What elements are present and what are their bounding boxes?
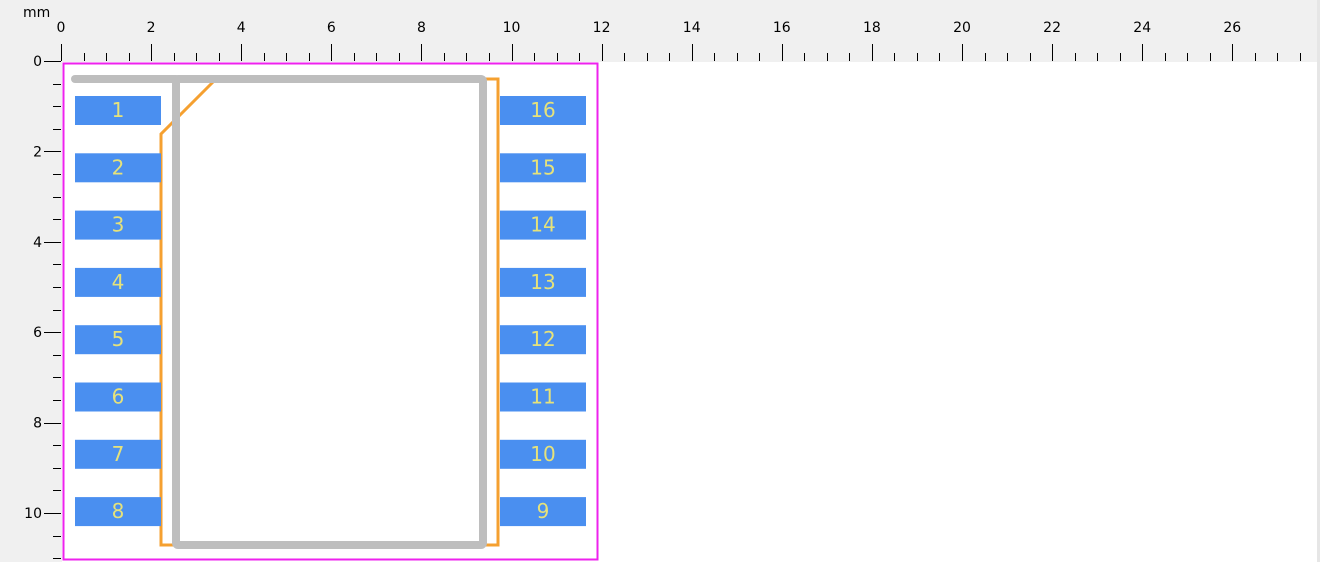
pad-2 xyxy=(75,153,161,183)
pad-3 xyxy=(75,210,161,240)
pad-label: 16 xyxy=(530,98,555,122)
y-ruler-ticks: 0 2 4 6 8 10 xyxy=(24,54,61,559)
pad-15 xyxy=(500,153,586,183)
pad-label: 3 xyxy=(112,213,125,237)
pad-9 xyxy=(500,497,586,527)
pad-8 xyxy=(75,497,161,527)
pad-13 xyxy=(500,267,586,297)
top-ruler xyxy=(0,0,1320,62)
pad-label: 15 xyxy=(530,155,555,179)
x-tick-label: 22 xyxy=(1043,20,1061,36)
pad-label: 7 xyxy=(112,442,125,466)
pad-14 xyxy=(500,210,586,240)
pad-label: 6 xyxy=(112,385,125,409)
x-tick-label: 16 xyxy=(773,20,791,36)
pad-5 xyxy=(75,325,161,355)
y-tick-label: 10 xyxy=(24,506,42,522)
pad-10 xyxy=(500,439,586,469)
x-tick-label: 0 xyxy=(57,20,66,36)
x-tick-label: 12 xyxy=(593,20,611,36)
pad-label: 2 xyxy=(112,155,125,179)
y-tick-label: 8 xyxy=(33,416,42,432)
silkscreen-outline xyxy=(159,77,500,547)
x-tick-label: 2 xyxy=(147,20,156,36)
y-tick-label: 0 xyxy=(33,54,42,70)
y-tick-label: 4 xyxy=(33,235,42,251)
pad-11 xyxy=(500,382,586,412)
pad-12 xyxy=(500,325,586,355)
pad-label: 10 xyxy=(530,442,555,466)
pad-label: 9 xyxy=(537,499,550,523)
pad-16 xyxy=(500,96,586,125)
pad-6 xyxy=(75,382,161,412)
x-tick-label: 10 xyxy=(503,20,521,36)
x-tick-label: 24 xyxy=(1133,20,1151,36)
x-tick-label: 18 xyxy=(863,20,881,36)
unit-label: mm xyxy=(23,5,50,21)
pad-1 xyxy=(75,96,161,125)
y-tick-label: 2 xyxy=(33,144,42,160)
pad-label: 13 xyxy=(530,270,555,294)
pad-label: 5 xyxy=(112,327,125,351)
x-tick-label: 26 xyxy=(1223,20,1241,36)
pad-label: 4 xyxy=(112,270,125,294)
x-tick-label: 4 xyxy=(237,20,246,36)
x-tick-label: 14 xyxy=(683,20,701,36)
x-tick-label: 6 xyxy=(327,20,336,36)
x-ruler-ticks: 024681012141618202224262 xyxy=(57,20,1320,61)
left-ruler xyxy=(0,0,62,562)
pad-label: 14 xyxy=(530,213,555,237)
y-tick-label: 6 xyxy=(33,325,42,341)
x-tick-label: 8 xyxy=(417,20,426,36)
package-body xyxy=(172,75,487,549)
courtyard-boundary xyxy=(62,62,599,561)
pad-label: 12 xyxy=(530,327,555,351)
pad-label: 8 xyxy=(112,499,125,523)
pad-label: 1 xyxy=(112,98,125,122)
pad-4 xyxy=(75,267,161,297)
viewer-right-edge xyxy=(1317,0,1320,562)
x-tick-label: 20 xyxy=(953,20,971,36)
pad-label: 11 xyxy=(530,385,555,409)
pad-7 xyxy=(75,439,161,469)
